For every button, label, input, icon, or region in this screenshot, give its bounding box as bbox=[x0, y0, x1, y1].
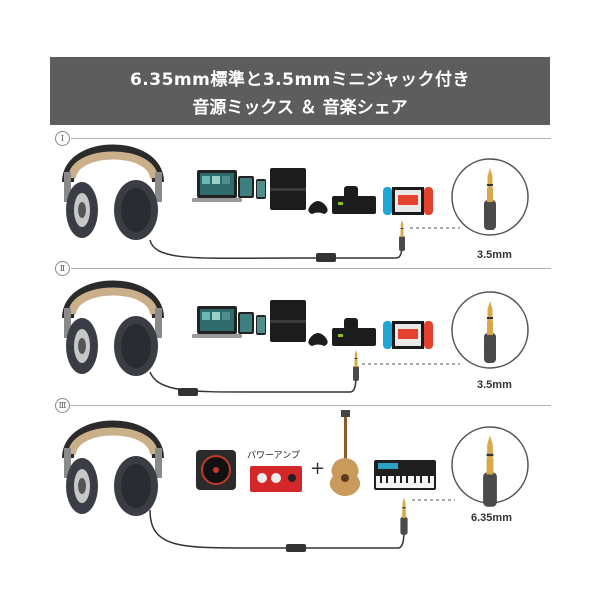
inline-connector-1 bbox=[316, 253, 336, 262]
section-divider-3 bbox=[71, 405, 551, 406]
plus-sign: + bbox=[310, 458, 326, 479]
section-badge-3: Ⅲ bbox=[55, 398, 70, 413]
large-plug-icon-3 bbox=[400, 497, 408, 535]
section-divider-1 bbox=[71, 138, 551, 139]
headphones-icon-3 bbox=[64, 427, 162, 517]
section-badge-2: Ⅱ bbox=[55, 261, 70, 276]
cable-3 bbox=[149, 509, 405, 549]
inline-connector-2 bbox=[178, 388, 198, 396]
mini-plug-icon-1 bbox=[399, 220, 405, 251]
banner-title: 6.35mm標準と3.5mmミニジャック付き bbox=[129, 70, 471, 90]
section-divider-2 bbox=[71, 268, 551, 269]
game-console-icon-1 bbox=[270, 168, 328, 214]
power-amp-label: パワーアンプ bbox=[247, 451, 301, 461]
jack-label-1: 3.5mm bbox=[477, 249, 512, 261]
headphones-icon-1 bbox=[64, 151, 162, 241]
audio-interface-icon bbox=[250, 466, 302, 492]
switch-icon-2 bbox=[383, 321, 433, 349]
jack-label-2: 3.5mm bbox=[477, 379, 512, 391]
headphones-icon-2 bbox=[64, 287, 162, 377]
xbox-console-icon-1 bbox=[332, 186, 376, 214]
header-banner: 6.35mm標準と3.5mmミニジャック付き 音源ミックス ＆ 音楽シェア bbox=[50, 57, 550, 125]
banner-subtitle: 音源ミックス ＆ 音楽シェア bbox=[192, 98, 408, 118]
turntable-icon bbox=[196, 450, 236, 490]
switch-icon-1 bbox=[383, 187, 433, 215]
game-console-icon-2 bbox=[270, 300, 328, 346]
inline-connector-3 bbox=[286, 544, 306, 552]
guitar-icon bbox=[329, 410, 361, 496]
laptop-icon-2 bbox=[192, 306, 266, 338]
cable-2 bbox=[149, 371, 357, 393]
laptop-icon-1 bbox=[192, 170, 266, 202]
xbox-console-icon-2 bbox=[332, 318, 376, 346]
keyboard-icon bbox=[374, 460, 436, 490]
jack-label-3: 6.35mm bbox=[471, 512, 512, 524]
cable-1 bbox=[149, 239, 318, 260]
mini-plug-icon-2 bbox=[353, 350, 359, 381]
section-badge-1: Ⅰ bbox=[55, 131, 70, 146]
